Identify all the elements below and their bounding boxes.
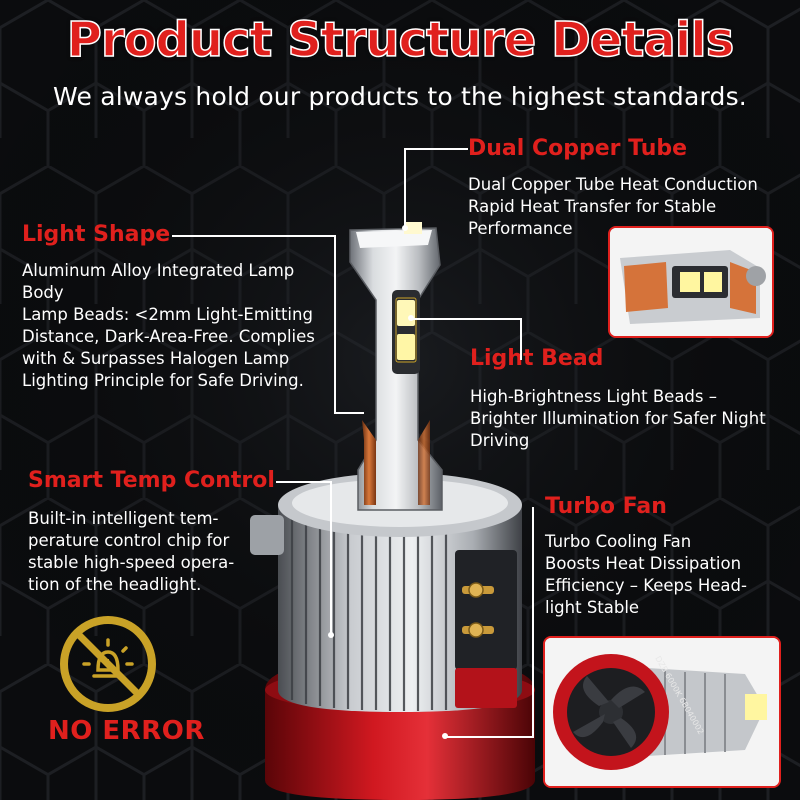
no-error-icon: ! — [60, 616, 156, 712]
light-shape-leader-v — [334, 235, 336, 413]
light-bead-leader — [412, 318, 522, 320]
smart-temp-leader — [276, 481, 332, 483]
turbo-fan-title: Turbo Fan — [545, 494, 667, 519]
light-bead-title: Light Bead — [470, 346, 604, 371]
smart-temp-leader-v — [330, 481, 332, 635]
dual-copper-tube-title: Dual Copper Tube — [468, 136, 688, 161]
light-shape-leader — [172, 235, 336, 237]
page-subtitle: We always hold our products to the highe… — [53, 82, 747, 111]
light-bead-leader-v — [520, 318, 522, 360]
smart-temp-pointer — [328, 632, 334, 638]
dual-copper-tube-leader-v — [404, 148, 406, 228]
page-title: Product Structure Details — [66, 11, 735, 69]
light-shape-leader-h — [334, 412, 364, 414]
no-error-label: NO ERROR — [48, 716, 205, 746]
light-bead-text: High-Brightness Light Beads – Brighter I… — [470, 387, 766, 450]
turbo-fan-closeup-image: DZB 6000K 6B040002 — [543, 636, 781, 788]
light-bead-pointer — [408, 315, 414, 321]
light-shape-text: Aluminum Alloy Integrated Lamp Body Lamp… — [22, 261, 315, 390]
turbo-fan-pointer — [442, 733, 448, 739]
copper-tube-closeup-image — [608, 226, 774, 338]
turbo-fan-leader-h — [446, 736, 534, 738]
dual-copper-tube-leader — [404, 148, 468, 150]
turbo-fan-text: Turbo Cooling Fan Boosts Heat Dissipatio… — [545, 532, 747, 617]
smart-temp-control-text: Built-in intelligent tem- perature contr… — [28, 509, 235, 594]
light-shape-title: Light Shape — [22, 222, 171, 247]
dual-copper-tube-text: Dual Copper Tube Heat Conduction Rapid H… — [468, 175, 758, 238]
dual-copper-tube-pointer — [402, 225, 408, 231]
turbo-fan-leader-v — [532, 507, 534, 737]
smart-temp-control-title: Smart Temp Control — [28, 468, 275, 493]
